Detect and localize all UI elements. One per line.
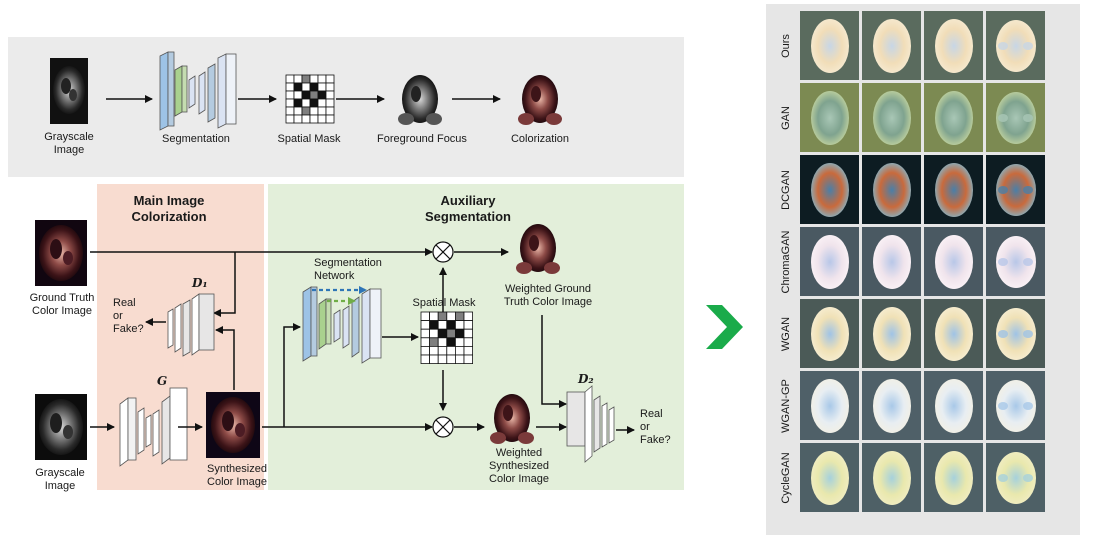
g-generator <box>119 387 188 467</box>
aux-spatial-mask-grid <box>420 311 474 365</box>
top-segmentation-label: Segmentation <box>162 133 230 145</box>
comparison-tile <box>800 299 859 368</box>
method-label: CycleGAN <box>780 452 792 504</box>
d2-real-or-fake-label: Real or Fake? <box>640 408 671 446</box>
synthesized-image <box>206 392 260 458</box>
comparison-tile <box>800 227 859 296</box>
multiply-node-bottom <box>432 416 454 438</box>
d1-real-or-fake-label: Real or Fake? <box>113 297 144 335</box>
top-spatial-mask-label: Spatial Mask <box>277 133 341 145</box>
comparison-tile <box>924 443 983 512</box>
d1-label: D₁ <box>192 276 208 290</box>
method-label: WGAN <box>780 316 792 352</box>
grayscale-image <box>35 394 87 460</box>
comparison-tile <box>862 227 921 296</box>
d2-discriminator <box>566 385 615 463</box>
grayscale-label: Grayscale Image <box>35 467 85 492</box>
method-label: WGAN-GP <box>780 379 792 433</box>
comparison-tile <box>986 299 1045 368</box>
comparison-row: ChromaGAN <box>774 226 1054 298</box>
top-spatial-mask-grid <box>285 74 335 124</box>
comparison-tile <box>986 83 1045 152</box>
comparison-tile <box>986 155 1045 224</box>
aux-spatial-mask-label: Spatial Mask <box>412 297 476 309</box>
d2-label: D₂ <box>578 372 594 386</box>
comparison-tile <box>862 299 921 368</box>
weighted-synth-label: Weighted Synthesized Color Image <box>489 447 549 485</box>
comparison-tile <box>986 443 1045 512</box>
main-title-line1: Main Image <box>133 193 205 208</box>
comparison-tile <box>986 371 1045 440</box>
g-label: G <box>157 374 168 388</box>
top-grayscale-image <box>50 58 88 124</box>
comparison-row: WGAN-GP <box>774 370 1054 442</box>
weighted-gt-label: Weighted Ground Truth Color Image <box>503 283 593 308</box>
multiply-node-top <box>432 241 454 263</box>
synthesized-label: Synthesized Color Image <box>207 463 267 488</box>
comparison-tile <box>800 83 859 152</box>
aux-section-title: Auxiliary Segmentation <box>400 193 536 225</box>
aux-segmentation-network <box>302 286 382 364</box>
comparison-row: GAN <box>774 82 1054 154</box>
comparison-row: WGAN <box>774 298 1054 370</box>
comparison-tile <box>924 227 983 296</box>
colorization-label: Colorization <box>510 133 570 145</box>
weighted-gt-image <box>516 224 560 274</box>
ground-truth-image <box>35 220 87 286</box>
comparison-row: Ours <box>774 10 1054 82</box>
segmentation-network-label: Segmentation Network <box>314 257 382 282</box>
top-segmentation-network <box>159 51 237 131</box>
comparison-tile <box>986 11 1045 80</box>
comparison-tile <box>800 155 859 224</box>
comparison-tile <box>924 299 983 368</box>
main-section-title: Main Image Colorization <box>97 193 241 225</box>
main-title-line2: Colorization <box>131 209 207 224</box>
top-grayscale-label: Grayscale Image <box>44 131 94 156</box>
weighted-synth-image <box>490 394 534 444</box>
comparison-tile <box>862 443 921 512</box>
method-label: GAN <box>780 106 792 130</box>
method-label: ChromaGAN <box>780 230 792 294</box>
chevron-right-icon <box>706 305 743 349</box>
comparison-tile <box>862 155 921 224</box>
comparison-tile <box>924 11 983 80</box>
ground-truth-label: Ground Truth Color Image <box>29 292 95 317</box>
comparison-tile <box>924 371 983 440</box>
colorization-image <box>518 75 562 125</box>
comparison-tile <box>924 83 983 152</box>
comparison-tile <box>862 371 921 440</box>
comparison-tile <box>800 371 859 440</box>
comparison-tile <box>986 227 1045 296</box>
top-pipeline-panel <box>8 37 684 177</box>
comparison-tile <box>800 443 859 512</box>
foreground-focus-image <box>398 75 442 125</box>
method-label: DCGAN <box>780 170 792 210</box>
method-label: Ours <box>780 34 792 58</box>
d1-discriminator <box>167 293 215 357</box>
aux-title-line1: Auxiliary <box>440 193 496 208</box>
diagram-canvas <box>35 51 743 467</box>
comparison-row: CycleGAN <box>774 442 1054 514</box>
comparison-tile <box>862 11 921 80</box>
aux-title-line2: Segmentation <box>425 209 511 224</box>
comparison-row: DCGAN <box>774 154 1054 226</box>
comparison-tile <box>800 11 859 80</box>
foreground-focus-label: Foreground Focus <box>377 133 467 145</box>
comparison-tile <box>924 155 983 224</box>
comparison-tile <box>862 83 921 152</box>
